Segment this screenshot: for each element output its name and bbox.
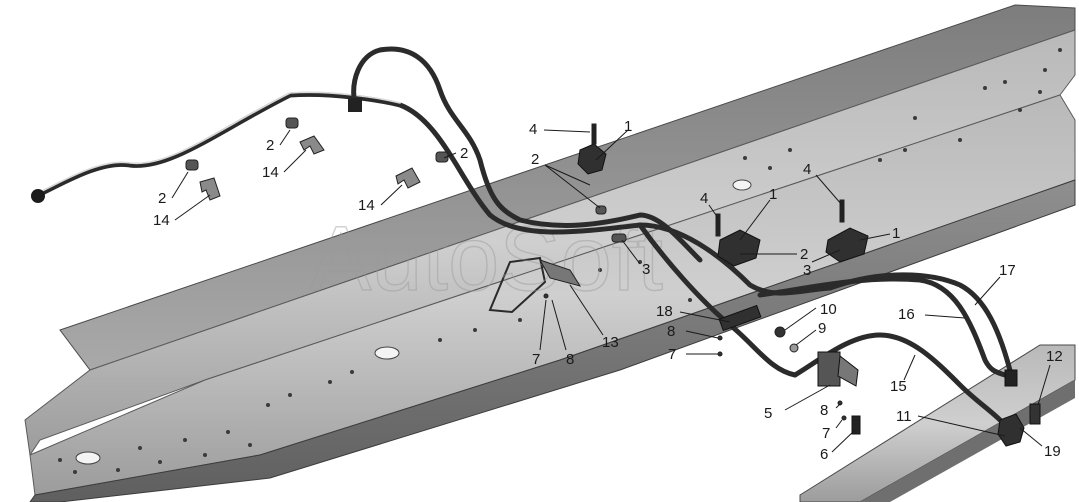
- callout-16: 16: [898, 306, 915, 323]
- clamps: [185, 117, 847, 421]
- pipe-nut: [348, 98, 362, 112]
- brake-pipes: [31, 46, 1015, 423]
- grommet-2a: [185, 159, 199, 171]
- pipe-16: [757, 276, 1008, 378]
- callout-5: 5: [764, 405, 772, 422]
- callout-1: 1: [892, 225, 900, 242]
- callout-14: 14: [262, 164, 279, 181]
- callout-7: 7: [532, 351, 540, 368]
- fastener-8-lower: [837, 400, 843, 406]
- callout-4: 4: [803, 161, 811, 178]
- grommet-2d: [595, 205, 607, 215]
- callout-18: 18: [656, 303, 673, 320]
- leader-lines: [171, 129, 1051, 453]
- callout-1: 1: [624, 118, 632, 135]
- callout-8: 8: [820, 402, 828, 419]
- callout-1: 1: [769, 186, 777, 203]
- connector-18: [718, 304, 762, 332]
- callout-2: 2: [531, 151, 539, 168]
- rail-large-hole: [732, 179, 752, 191]
- callout-19: 19: [1044, 443, 1061, 460]
- bracket-5: [817, 351, 841, 387]
- callout-11: 11: [896, 408, 912, 425]
- rail-bottom-flange: [29, 179, 1076, 502]
- callout-2: 2: [158, 190, 166, 207]
- clamp-14b: [299, 135, 325, 155]
- rail-large-hole: [374, 346, 400, 360]
- callout-3: 3: [803, 262, 811, 279]
- callout-13: 13: [602, 334, 619, 351]
- pipe-upper-loop: [351, 46, 703, 263]
- bolt-4c: [839, 199, 845, 223]
- callout-8: 8: [667, 323, 675, 340]
- fastener-8: [717, 335, 723, 341]
- callout-2: 2: [266, 137, 274, 154]
- pipe-15: [792, 332, 1003, 423]
- callout-8: 8: [566, 351, 574, 368]
- bracket-5-flange: [837, 355, 859, 387]
- callouts: 4 1 2 2 2 2 14 14 14 4 1 4 1 2 3 3 17 16…: [153, 118, 1063, 463]
- callout-14: 14: [358, 197, 375, 214]
- callout-2: 2: [460, 145, 468, 162]
- callout-15: 15: [890, 378, 907, 395]
- rail-top-flange: [59, 4, 1076, 371]
- washer-9: [789, 343, 799, 353]
- bolt-4a: [591, 123, 597, 145]
- callout-17: 17: [999, 262, 1016, 279]
- nut-10: [774, 326, 786, 338]
- clamp-14a: [199, 177, 221, 201]
- callout-14: 14: [153, 212, 170, 229]
- clamp-3: [611, 233, 627, 243]
- pipe-17: [827, 272, 1015, 381]
- tee-fitting-3: [825, 227, 869, 263]
- callout-9: 9: [818, 320, 826, 337]
- callout-12: 12: [1046, 348, 1063, 365]
- pipe-end-cap: [31, 189, 45, 203]
- fastener-7-left: [543, 293, 549, 299]
- callout-7: 7: [822, 425, 830, 442]
- bolt-4b: [715, 213, 721, 237]
- fastener-7: [717, 351, 723, 357]
- callout-3: 3: [642, 261, 650, 278]
- tee-fitting-2: [717, 229, 761, 267]
- callout-6: 6: [820, 446, 828, 463]
- grommet-2b: [285, 117, 299, 129]
- fastener-7-lower: [841, 415, 847, 421]
- rail-large-hole: [75, 451, 101, 465]
- fittings: [577, 143, 1041, 447]
- bracket-13: [538, 259, 582, 287]
- callout-2: 2: [800, 246, 808, 263]
- bolt-6: [851, 415, 861, 435]
- callout-4: 4: [700, 190, 708, 207]
- clamp-14c: [395, 167, 421, 189]
- coupler-17: [1004, 369, 1018, 387]
- crossmember-edge: [860, 380, 1075, 502]
- mounting-plate: [488, 256, 547, 314]
- callout-7: 7: [668, 346, 676, 363]
- callout-4: 4: [529, 121, 537, 138]
- grommet-2c: [435, 151, 449, 163]
- hose-end-12: [1029, 403, 1041, 425]
- callout-10: 10: [820, 301, 837, 318]
- pipe-main-left: [35, 91, 833, 296]
